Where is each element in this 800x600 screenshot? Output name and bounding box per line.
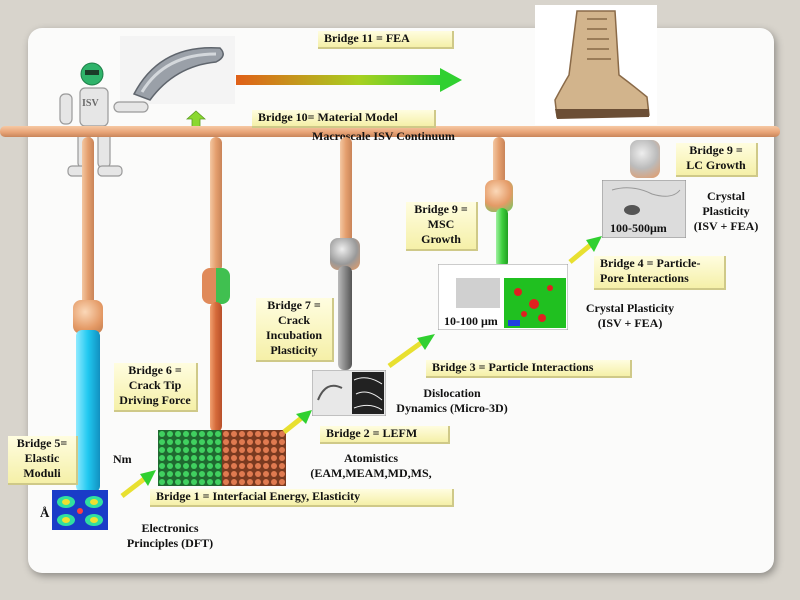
bridge-9-lc-box: Bridge 9 = LC Growth — [676, 143, 758, 177]
column-1-cyan — [76, 330, 100, 492]
column-4-joint — [485, 180, 513, 212]
dislocation-dynamics-image — [312, 370, 386, 416]
dft-electron-density-image — [52, 490, 108, 530]
component-part-image — [120, 36, 235, 104]
scale-100-500: 100-500μm — [610, 221, 667, 235]
robot-isv-text: ISV — [82, 98, 99, 109]
bridge-7-line-1: Bridge 7 = — [267, 298, 321, 312]
bridge-4-line-1: Bridge 4 = Particle- — [600, 256, 701, 270]
crystal-plasticity-top-label: Crystal Plasticity (ISV + FEA) — [686, 189, 766, 234]
bridge-11-box: Bridge 11 = FEA — [318, 31, 454, 49]
electronics-line-1: Electronics — [141, 521, 199, 535]
column-4-upper — [493, 137, 505, 185]
bridge-2-box: Bridge 2 = LEFM — [320, 426, 450, 444]
column-3-upper — [340, 137, 352, 245]
bridge-5-box: Bridge 5= Elastic Moduli — [8, 436, 78, 485]
cp-mid-line-1: Crystal Plasticity — [585, 301, 675, 315]
arrow-dft-to-atomistics — [120, 470, 156, 498]
column-5-joint — [630, 140, 660, 178]
column-2-joint — [202, 268, 230, 304]
bridge-9-lc-line-1: Bridge 9 = — [689, 143, 743, 157]
fea-arrow — [236, 68, 462, 92]
boot-image — [535, 5, 657, 125]
atomistics-lattice-image — [158, 430, 286, 486]
isv-robot-image — [59, 62, 149, 177]
bridge-5-line-2: Elastic — [24, 451, 60, 465]
bridge-9-lc-line-2: LC Growth — [686, 158, 746, 172]
atomistics-label: Atomistics (EAM,MEAM,MD,MS, — [296, 451, 446, 481]
bridge-1-box: Bridge 1 = Interfacial Energy, Elasticit… — [150, 489, 454, 507]
column-4-lower — [496, 208, 508, 268]
cp-mid-line-2: (ISV + FEA) — [597, 316, 663, 330]
bridge-9-msc-line-2: MSC — [427, 217, 455, 231]
column-1-joint — [73, 300, 103, 334]
column-2-upper — [210, 137, 222, 272]
crystal-plasticity-mid-label: Crystal Plasticity (ISV + FEA) — [574, 301, 686, 331]
column-2-lower — [210, 302, 222, 432]
bridge-9-msc-line-3: Growth — [421, 232, 461, 246]
dislocation-line-2: Dynamics (Micro-3D) — [396, 401, 508, 415]
bridge-9-msc-box: Bridge 9 = MSC Growth — [406, 202, 478, 251]
arrow-dislocation-to-microstructure — [387, 334, 435, 369]
cp-top-line-3: (ISV + FEA) — [693, 219, 759, 233]
bridge-5-line-3: Moduli — [23, 466, 61, 480]
bridge-7-box: Bridge 7 = Crack Incubation Plasticity — [256, 298, 334, 362]
bridge-9-msc-line-1: Bridge 9 = — [414, 202, 468, 216]
bridge-6-box: Bridge 6 = Crack Tip Driving Force — [114, 363, 198, 412]
cp-top-line-1: Crystal — [707, 189, 745, 203]
arrow-microstructure-to-crystal — [568, 236, 602, 264]
bridge-6-line-3: Driving Force — [119, 393, 191, 407]
beam-label: Macroscale ISV Continuum — [312, 129, 455, 143]
cp-top-line-2: Plasticity — [702, 204, 750, 218]
atomistics-line-1: Atomistics — [344, 451, 398, 465]
bridge-10-box: Bridge 10= Material Model — [252, 110, 436, 128]
bridge-3-box: Bridge 3 = Particle Interactions — [426, 360, 632, 378]
angstrom-label: Å — [40, 505, 50, 520]
bridge-4-box: Bridge 4 = Particle- Pore Interactions — [594, 256, 726, 290]
electronics-line-2: Principles (DFT) — [126, 536, 214, 550]
bridge-7-line-2: Crack — [278, 313, 310, 327]
column-1-upper — [82, 137, 94, 307]
column-3-lower — [338, 266, 352, 370]
bridge-5-line-1: Bridge 5= — [16, 436, 68, 450]
bridge-7-line-4: Plasticity — [270, 343, 318, 357]
bridge-4-line-2: Pore Interactions — [600, 271, 689, 285]
dislocation-line-1: Dislocation — [423, 386, 481, 400]
atomistics-line-2: (EAM,MEAM,MD,MS, — [310, 466, 432, 480]
bridge-6-line-2: Crack Tip — [128, 378, 182, 392]
bridge-7-line-3: Incubation — [265, 328, 323, 342]
macroscale-beam — [0, 126, 780, 137]
nm-label: Nm — [113, 452, 132, 466]
scale-10-100: 10-100 μm — [444, 314, 498, 328]
electronics-label: Electronics Principles (DFT) — [122, 521, 218, 551]
column-3-joint — [330, 238, 360, 270]
arrow-atomistics-to-dislocation — [282, 410, 312, 434]
bridge-6-line-1: Bridge 6 = — [128, 363, 182, 377]
microstructure-image — [438, 264, 568, 330]
crystal-grain-image — [602, 180, 686, 238]
dislocation-label: Dislocation Dynamics (Micro-3D) — [388, 386, 516, 416]
